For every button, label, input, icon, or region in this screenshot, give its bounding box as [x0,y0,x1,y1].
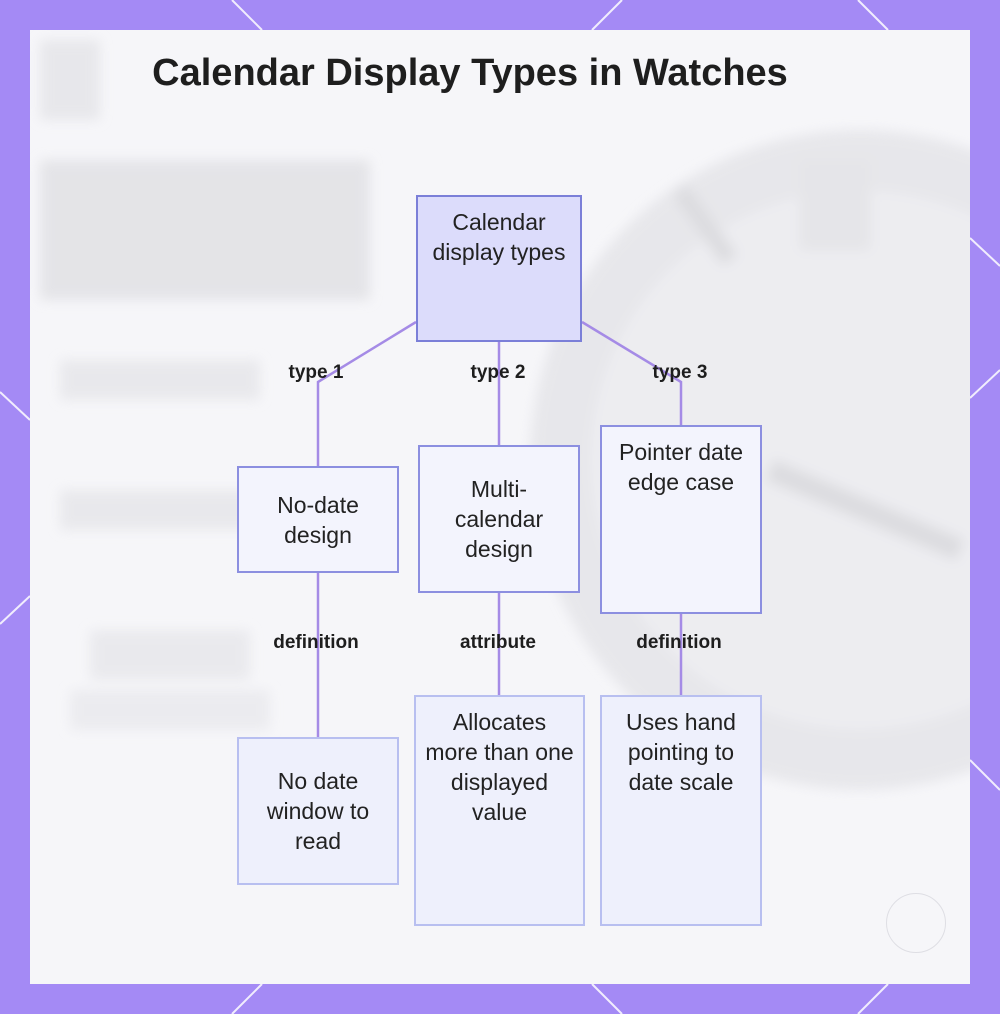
edge-label-type-3: type 3 [652,362,708,383]
root-node: Calendar display types [416,195,582,342]
connector-type-1 [316,320,417,467]
node-multi-calendar-design: Multi-calendar design [418,445,580,593]
edge-label-type-1: type 1 [288,362,344,383]
page-title: Calendar Display Types in Watches [152,52,788,94]
edge-label-definition-3: definition [636,632,722,653]
leaf-no-date-window: No date window to read [237,737,399,885]
node-no-date-design: No-date design [237,466,399,573]
edge-label-type-2: type 2 [470,362,526,383]
node-pointer-date-edge-case: Pointer date edge case [600,425,762,614]
watermark-seal [886,893,946,953]
leaf-allocates-more: Allocates more than one displayed value [414,695,585,926]
edge-label-definition-1: definition [273,632,359,653]
connector-type-3 [581,320,683,426]
leaf-uses-hand-pointing: Uses hand pointing to date scale [600,695,762,926]
edge-label-attribute: attribute [460,632,536,653]
background-watch-image [40,40,970,790]
